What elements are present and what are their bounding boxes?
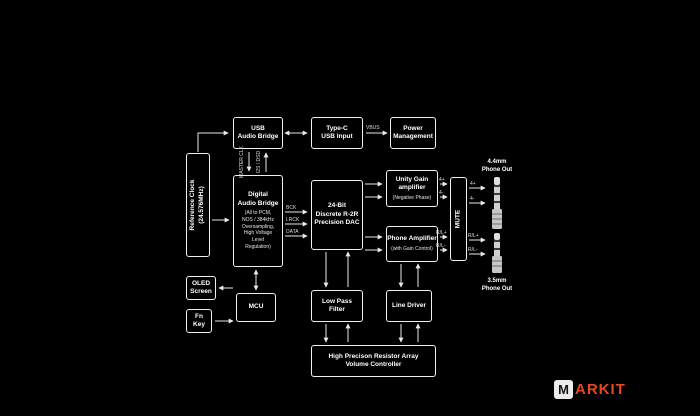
line-driver-label: Line Driver	[392, 301, 426, 309]
phone-out-35-label: 3.5mm Phone Out	[481, 278, 513, 293]
fn-key-box: Fn Key	[186, 309, 212, 333]
line-driver-box: Line Driver	[386, 290, 432, 322]
oled-screen-box: OLED Screen	[186, 276, 216, 300]
usb-audio-bridge-label: USB Audio Bridge	[237, 124, 279, 140]
phone-out-44-label: 4.4mm Phone Out	[481, 159, 513, 174]
mcu-box: MCU	[236, 293, 276, 322]
signal-label-se-minus-left: R/L-	[436, 243, 446, 249]
phone-amplifier-box: Phone Amplifier (with Gain Control)	[386, 226, 438, 262]
mute-box: MUTE	[450, 177, 467, 261]
signal-label-bal-plus-left: 4+	[439, 177, 445, 183]
mute-label: MUTE	[454, 209, 462, 229]
type-c-usb-input-label: Type-C USB Input	[321, 124, 353, 140]
signal-label-lrck: LRCK	[286, 217, 300, 223]
reference-clock-box: Reference Clock (24.576MHz)	[186, 153, 210, 257]
markit-logo-m: M	[554, 380, 573, 399]
dac-box: 24-Bit Discrete R-2R Precision DAC	[311, 180, 363, 250]
markit-logo-text: ARKIT	[575, 381, 626, 398]
mcu-label: MCU	[248, 303, 264, 311]
dac-label: 24-Bit Discrete R-2R Precision DAC	[314, 202, 360, 227]
volume-controller-label: High Precison Resistor Array Volume Cont…	[328, 352, 419, 368]
signal-label-bal-plus-right: 4+	[470, 181, 476, 187]
fn-key-label: Fn Key	[193, 312, 205, 328]
digital-audio-bridge-title: Digital Audio Bridge	[237, 191, 279, 207]
oled-screen-label: OLED Screen	[190, 279, 212, 295]
power-management-box: Power Management	[390, 117, 436, 149]
low-pass-filter-box: Low Pass Filter	[311, 290, 363, 322]
signal-label-data: DATA	[286, 229, 299, 235]
jack-44mm-icon	[492, 177, 502, 229]
signal-label-master-clk: MASTER CLK	[239, 146, 245, 178]
signal-label-se-plus-right: R/L+	[468, 233, 479, 239]
digital-audio-bridge-box: Digital Audio Bridge (All to PCM, NOS / …	[233, 175, 283, 267]
reference-clock-label: Reference Clock (24.576MHz)	[189, 179, 205, 231]
volume-controller-box: High Precison Resistor Array Volume Cont…	[311, 345, 436, 377]
signal-label-i2s: I2S / DSD	[256, 150, 262, 174]
signal-label-se-plus-left: R/L+	[436, 230, 447, 236]
phone-amplifier-title: Phone Amplifier	[387, 235, 437, 243]
signal-label-bal-minus-left: 4-	[439, 190, 444, 196]
signal-label-bck: BCK	[286, 205, 297, 211]
usb-audio-bridge-box: USB Audio Bridge	[233, 117, 283, 149]
jack-35mm-icon	[492, 233, 502, 273]
signal-label-se-minus-right: R/L-	[468, 247, 478, 253]
type-c-usb-input-box: Type-C USB Input	[311, 117, 363, 149]
unity-gain-amplifier-box: Unity Gain amplifier (Negative Phase)	[386, 170, 438, 207]
markit-logo: M ARKIT	[554, 380, 626, 399]
power-management-label: Power Management	[393, 124, 433, 140]
phone-amplifier-subtitle: (with Gain Control)	[391, 245, 433, 252]
digital-audio-bridge-subtitle: (All to PCM, NOS / 384kHz Oversampling, …	[241, 210, 275, 250]
unity-gain-amplifier-subtitle: (Negative Phase)	[392, 194, 432, 201]
low-pass-filter-label: Low Pass Filter	[322, 297, 352, 313]
unity-gain-amplifier-title: Unity Gain amplifier	[395, 175, 429, 192]
signal-label-vbus: VBUS	[366, 125, 380, 131]
signal-label-bal-minus-right: 4-	[470, 196, 475, 202]
